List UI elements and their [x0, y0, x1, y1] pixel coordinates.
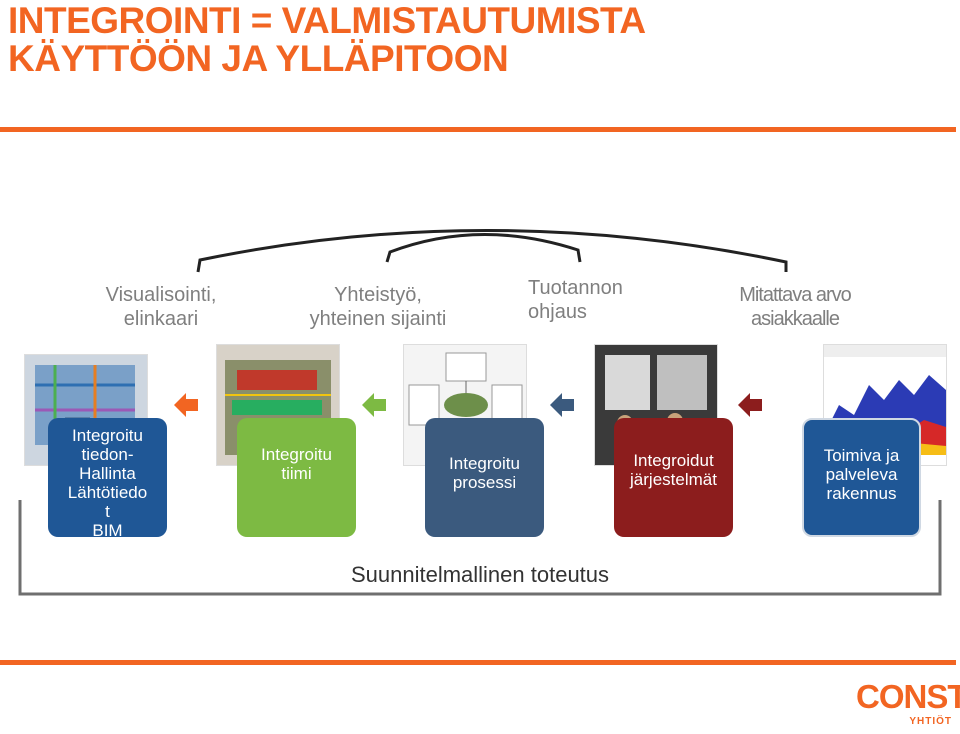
- label-line: Mitattava arvo: [739, 284, 852, 306]
- label-tuotannon-ohjaus: Tuotannon ohjaus: [528, 276, 652, 324]
- label-line: Yhteistyö,: [334, 284, 422, 306]
- title-line-2: KÄYTTÖÖN JA YLLÄPITOON: [8, 38, 509, 79]
- arrow-left-icon: [362, 393, 386, 417]
- label-line: Tuotannon: [528, 277, 623, 299]
- label-visualisointi: Visualisointi, elinkaari: [86, 283, 236, 331]
- top-divider: [0, 127, 956, 132]
- arrow-left-icon: [174, 393, 198, 417]
- consti-logo: CONSTI YHTIÖT: [856, 680, 960, 730]
- logo-text: CONSTI: [856, 678, 960, 715]
- box-line: prosessi: [452, 473, 517, 492]
- label-line: elinkaari: [123, 308, 199, 330]
- logo-subtext: YHTIÖT: [909, 716, 952, 727]
- box-line: tiedon-: [81, 445, 134, 464]
- box-line: Toimiva ja: [823, 446, 900, 465]
- box-line: järjestelmät: [630, 470, 717, 489]
- box-integroitu-prosessi: Integroitu prosessi: [425, 418, 544, 537]
- box-line: Integroitu: [449, 454, 520, 473]
- label-line: asiakkaalle: [751, 308, 840, 330]
- outer-brace: [196, 229, 788, 273]
- box-line: Integroitu: [72, 426, 143, 445]
- arrow-left-icon: [738, 393, 762, 417]
- label-line: ohjaus: [528, 301, 587, 323]
- box-integroitu-tiimi: Integroitu tiimi: [237, 418, 356, 537]
- bottom-divider: [0, 660, 956, 665]
- box-line: palveleva: [825, 465, 898, 484]
- box-line: tiimi: [281, 464, 312, 483]
- arrow-left-icon: [550, 393, 574, 417]
- box-line: BIM: [92, 521, 123, 537]
- bottom-label: Suunnitelmallinen toteutus: [350, 562, 610, 587]
- box-line: Lähtötiedo: [67, 483, 148, 502]
- label-line: Visualisointi,: [105, 284, 217, 306]
- box-line: t: [105, 502, 110, 521]
- box-line: Integroitu: [261, 445, 332, 464]
- inner-brace: [385, 233, 582, 263]
- label-yhteistyo: Yhteistyö, yhteinen sijainti: [288, 283, 468, 331]
- box-line: Integroidut: [633, 451, 714, 470]
- box-integroidut-jarjestelmat: Integroidut järjestelmät: [614, 418, 733, 537]
- box-toimiva-rakennus: Toimiva ja palveleva rakennus: [802, 418, 921, 537]
- box-integroitu-tiedonhallinta: Integroitu tiedon- Hallinta Lähtötiedo t…: [48, 418, 167, 537]
- title-line-1: INTEGROINTI = VALMISTAUTUMISTA: [8, 0, 646, 41]
- page-title: INTEGROINTI = VALMISTAUTUMISTA KÄYTTÖÖN …: [8, 2, 646, 78]
- label-line: yhteinen sijainti: [309, 308, 447, 330]
- box-line: rakennus: [826, 484, 897, 503]
- box-line: Hallinta: [79, 464, 136, 483]
- label-mitattava-arvo: Mitattava arvo asiakkaalle: [720, 283, 870, 331]
